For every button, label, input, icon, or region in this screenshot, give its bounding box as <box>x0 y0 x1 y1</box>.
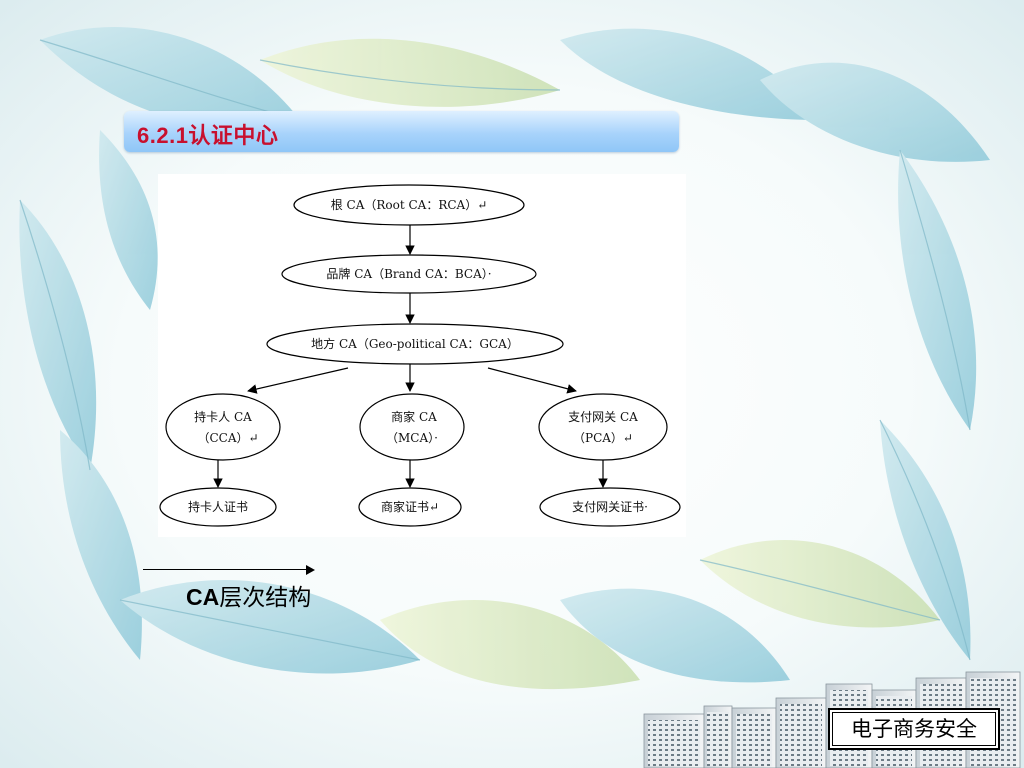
node-root-ca-label: 根 CA（Root CA：RCA）↵ <box>331 198 488 212</box>
edge-geo-gateway <box>487 367 577 394</box>
title-bar: 6.2.1认证中心 <box>124 111 679 152</box>
node-gateway-ca-label2: （PCA）↵ <box>573 431 633 445</box>
node-root-ca: 根 CA（Root CA：RCA）↵ <box>293 184 525 226</box>
node-gateway-cert-label: 支付网关证书· <box>572 500 648 514</box>
node-cardholder-cert: 持卡人证书 <box>159 487 277 527</box>
node-brand-ca: 品牌 CA（Brand CA：BCA）· <box>281 254 537 294</box>
edge-geo-cardholder <box>247 367 349 394</box>
node-merchant-ca: 商家 CA （MCA）· <box>359 393 465 461</box>
caption-suffix: 层次结构 <box>219 584 312 610</box>
node-merchant-ca-label2: （MCA）· <box>386 431 438 445</box>
node-cardholder-ca-label2: （CCA）↵ <box>197 431 258 445</box>
node-gateway-cert: 支付网关证书· <box>539 487 681 527</box>
node-brand-ca-label: 品牌 CA（Brand CA：BCA）· <box>326 267 491 281</box>
node-geo-ca-label: 地方 CA（Geo-political CA：GCA） <box>311 336 519 351</box>
node-geo-ca: 地方 CA（Geo-political CA：GCA） <box>266 323 564 365</box>
caption-arrow-line <box>143 569 313 570</box>
ca-hierarchy-svg: 根 CA（Root CA：RCA）↵ 品牌 CA（Brand CA：BCA）· … <box>159 184 681 527</box>
caption-arrow-head <box>306 565 315 575</box>
node-gateway-ca-label1: 支付网关 CA <box>568 410 638 424</box>
node-merchant-ca-label1: 商家 CA <box>391 409 437 424</box>
diagram-caption: CA层次结构 <box>186 578 311 612</box>
node-cardholder-ca: 持卡人 CA （CCA）↵ <box>165 393 281 461</box>
slide-title: 6.2.1认证中心 <box>137 123 279 148</box>
caption-prefix: CA <box>186 584 220 610</box>
node-merchant-cert: 商家证书↵ <box>358 487 462 527</box>
node-cardholder-cert-label: 持卡人证书 <box>188 499 248 514</box>
ca-hierarchy-diagram: 根 CA（Root CA：RCA）↵ 品牌 CA（Brand CA：BCA）· … <box>158 174 686 537</box>
node-merchant-cert-label: 商家证书↵ <box>381 499 439 514</box>
node-cardholder-ca-label1: 持卡人 CA <box>194 409 252 424</box>
course-name-badge: 电子商务安全 <box>828 708 1000 750</box>
node-gateway-ca: 支付网关 CA （PCA）↵ <box>538 393 668 461</box>
